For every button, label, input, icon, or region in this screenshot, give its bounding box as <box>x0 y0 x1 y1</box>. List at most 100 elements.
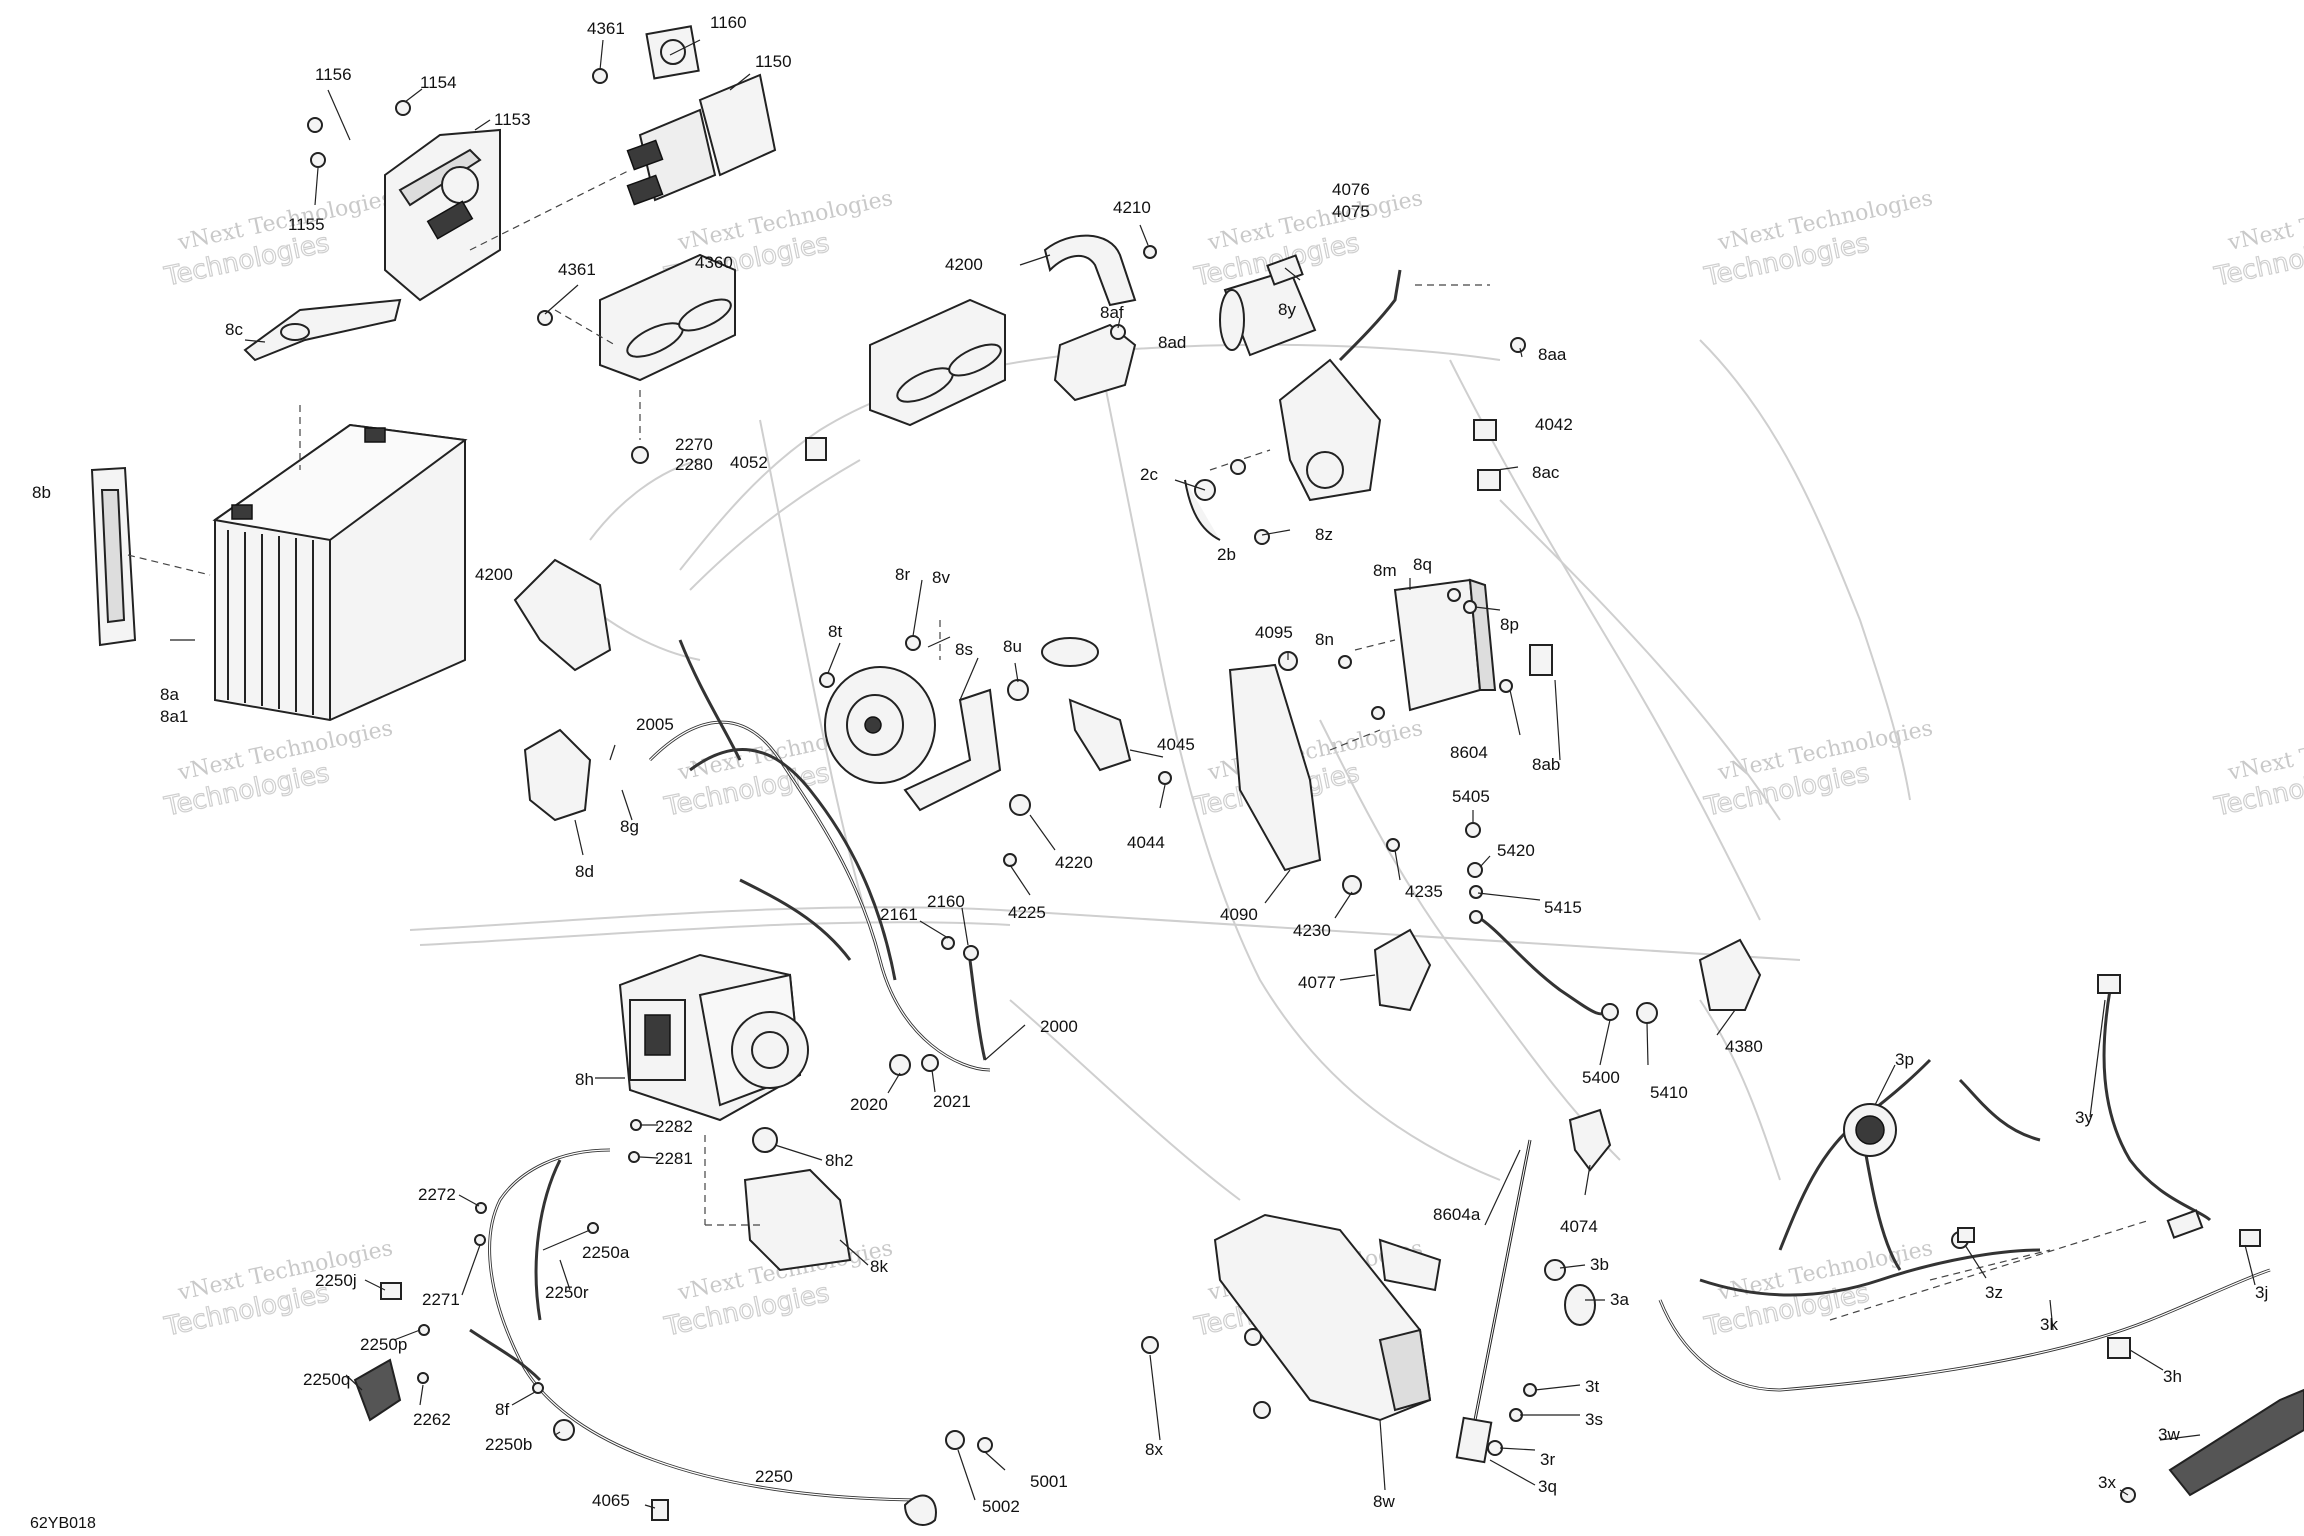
usb-connector <box>2097 974 2121 994</box>
callout-2270: 2270 <box>675 435 713 454</box>
callout-2250p: 2250p <box>360 1335 407 1354</box>
callout-2280: 2280 <box>675 455 713 474</box>
callout-8aa: 8aa <box>1538 345 1567 364</box>
lower-harness <box>469 1148 931 1502</box>
callout-8k: 8k <box>870 1257 888 1276</box>
callout-2250r: 2250r <box>545 1283 589 1302</box>
ground-cable <box>1474 913 1612 1016</box>
callout-2271: 2271 <box>422 1290 460 1309</box>
callout-8a1: 8a1 <box>160 707 188 726</box>
callout-5400: 5400 <box>1582 1068 1620 1087</box>
starter-solenoid <box>523 728 592 822</box>
callout-8p: 8p <box>1500 615 1519 634</box>
callout-4200: 4200 <box>945 255 983 274</box>
callout-2281: 2281 <box>655 1149 693 1168</box>
abs-module <box>618 953 809 1122</box>
callout-4095: 4095 <box>1255 623 1293 642</box>
callout-2250b: 2250b <box>485 1435 532 1454</box>
battery-cover <box>243 298 402 362</box>
callout-4065: 4065 <box>592 1491 630 1510</box>
leader-lines <box>170 39 2256 1509</box>
callout-3q: 3q <box>1538 1477 1557 1496</box>
callout-8g: 8g <box>620 817 639 836</box>
callout-4200: 4200 <box>475 565 513 584</box>
harness-clip <box>1698 938 1762 1011</box>
callout-4077: 4077 <box>1298 973 1336 992</box>
fuse-box-left <box>599 253 736 382</box>
callout-2250: 2250 <box>755 1467 793 1486</box>
callout-3j: 3j <box>2255 1283 2268 1302</box>
callout-1155: 1155 <box>288 215 325 234</box>
callout-5415: 5415 <box>1544 898 1582 917</box>
callout-5410: 5410 <box>1650 1083 1688 1102</box>
callout-2c: 2c <box>1140 465 1158 484</box>
callout-3y: 3y <box>2075 1108 2093 1127</box>
callout-8v: 8v <box>932 568 950 587</box>
callout-8q: 8q <box>1413 555 1432 574</box>
callout-8n: 8n <box>1315 630 1334 649</box>
callout-4210: 4210 <box>1113 198 1151 217</box>
callout-2021: 2021 <box>933 1092 971 1111</box>
control-module <box>1393 578 1482 712</box>
callout-8z: 8z <box>1315 525 1333 544</box>
clip <box>1068 698 1132 772</box>
callout-8m: 8m <box>1373 561 1397 580</box>
callout-3b: 3b <box>1590 1255 1609 1274</box>
callout-2160: 2160 <box>927 892 965 911</box>
callout-8h: 8h <box>575 1070 594 1089</box>
callout-2000: 2000 <box>1040 1017 1078 1036</box>
callout-8t: 8t <box>828 622 842 641</box>
horn <box>824 666 1002 812</box>
usb-cable <box>2102 989 2212 1222</box>
callout-8r: 8r <box>895 565 910 584</box>
callout-8w: 8w <box>1373 1492 1395 1511</box>
ecu-bracket <box>384 128 501 302</box>
callout-1150: 1150 <box>755 52 792 71</box>
callout-8c: 8c <box>225 320 243 339</box>
callout-2262: 2262 <box>413 1410 451 1429</box>
callout-2005: 2005 <box>636 715 674 734</box>
relay-module <box>626 25 777 206</box>
cable-clamp <box>1568 1108 1612 1172</box>
callout-4090: 4090 <box>1220 905 1258 924</box>
callout-3p: 3p <box>1895 1050 1914 1069</box>
callout-4380: 4380 <box>1725 1037 1763 1056</box>
callout-5001: 5001 <box>1030 1472 1068 1491</box>
callout-8h2: 8h2 <box>825 1151 853 1170</box>
callout-2250a: 2250a <box>582 1243 630 1262</box>
callout-8x: 8x <box>1145 1440 1163 1459</box>
abs-bracket <box>743 1168 852 1272</box>
callout-8604: 8604 <box>1450 743 1488 762</box>
antenna <box>1455 1139 1532 1464</box>
callout-2282: 2282 <box>655 1117 693 1136</box>
callout-1153: 1153 <box>494 110 531 129</box>
callout-3k: 3k <box>2040 1315 2058 1334</box>
callout-2250j: 2250j <box>315 1271 357 1290</box>
callout-8d: 8d <box>575 862 594 881</box>
callout-3w: 3w <box>2158 1425 2180 1444</box>
callout-1154: 1154 <box>420 73 457 92</box>
callout-4044: 4044 <box>1127 833 1165 852</box>
callout-4361: 4361 <box>558 260 596 279</box>
callout-8u: 8u <box>1003 637 1022 656</box>
assembly-lines <box>127 169 2151 1321</box>
battery-cover-hole <box>280 323 310 341</box>
fuse-box-right <box>869 298 1006 427</box>
actuator-motor <box>1219 268 1402 502</box>
usb-connector-end <box>2166 1209 2204 1239</box>
callout-3h: 3h <box>2163 1367 2182 1386</box>
callout-3z: 3z <box>1985 1283 2003 1302</box>
gauge-housing <box>1213 1213 1442 1422</box>
clamp-loop <box>1041 637 1099 667</box>
callout-8y: 8y <box>1278 300 1296 319</box>
callout-8s: 8s <box>955 640 973 659</box>
fasteners <box>307 68 2261 1526</box>
callout-4360: 4360 <box>695 253 733 272</box>
callout-8af: 8af <box>1100 303 1124 322</box>
diagram-code: 62YB018 <box>30 1515 96 1532</box>
module-mount <box>1228 663 1322 872</box>
callout-8ab: 8ab <box>1532 755 1560 774</box>
callout-4225: 4225 <box>1008 903 1046 922</box>
